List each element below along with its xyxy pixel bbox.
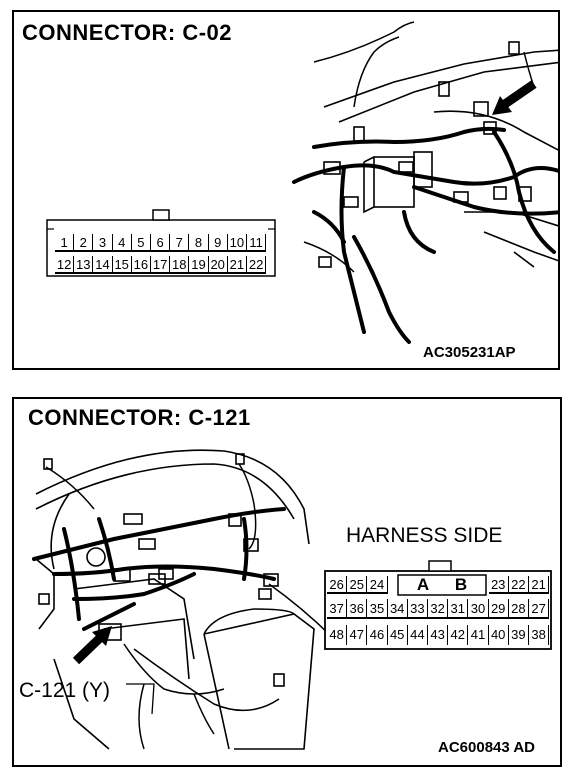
pin-number: 44 xyxy=(408,625,428,645)
pin-number: 36 xyxy=(347,599,368,619)
pin-number: 18 xyxy=(170,256,190,274)
harness-side-label: HARNESS SIDE xyxy=(346,524,503,547)
pin-number: 40 xyxy=(489,625,509,645)
connector-c02-panel: CONNECTOR: C-02 xyxy=(12,10,560,370)
pin-number: 5 xyxy=(131,234,151,252)
pin-number: 30 xyxy=(468,599,489,619)
pin-number: 33 xyxy=(407,599,428,619)
pin-number: 47 xyxy=(347,625,368,645)
pin-number: 1 xyxy=(55,234,75,252)
pin-number: 35 xyxy=(367,599,388,619)
pin-number: 8 xyxy=(189,234,209,252)
pin-number: 46 xyxy=(367,625,388,645)
connector-c121-panel: CONNECTOR: C-121 xyxy=(12,397,562,767)
pin-number: 28 xyxy=(508,599,529,619)
pin-number: 29 xyxy=(488,599,509,619)
pin-number: 32 xyxy=(428,599,449,619)
pin-number: 17 xyxy=(151,256,171,274)
pin-number: 4 xyxy=(112,234,132,252)
pin-number: 41 xyxy=(468,625,489,645)
pin-number: 38 xyxy=(529,625,550,645)
connector-callout: C-121 (Y) xyxy=(19,679,111,702)
connector-face xyxy=(324,560,552,650)
pin-number: 48 xyxy=(327,625,348,645)
pin-group-label: B xyxy=(454,575,468,594)
pin-number: 12 xyxy=(55,256,75,274)
figure-id: AC600843 AD xyxy=(438,739,535,756)
pin-number: 20 xyxy=(208,256,228,274)
pin-number: 34 xyxy=(387,599,408,619)
pin-number: 25 xyxy=(347,576,368,594)
pin-number: 37 xyxy=(327,599,348,619)
wiring-harness-illustration xyxy=(32,449,552,750)
pin-number: 39 xyxy=(509,625,529,645)
pin-number: 26 xyxy=(327,576,348,594)
pin-number: 22 xyxy=(247,256,267,274)
pin-number: 19 xyxy=(189,256,209,274)
pin-number: 24 xyxy=(367,576,388,594)
pin-group-label: A xyxy=(416,575,430,594)
pin-number: 22 xyxy=(508,576,529,594)
pin-number: 21 xyxy=(529,576,550,594)
connector-face xyxy=(46,209,276,277)
pin-number: 14 xyxy=(93,256,113,274)
pin-number: 11 xyxy=(247,234,267,252)
pin-number: 9 xyxy=(208,234,228,252)
pin-number: 31 xyxy=(448,599,469,619)
panel-title: CONNECTOR: C-121 xyxy=(28,405,251,430)
pin-number: 3 xyxy=(93,234,113,252)
wiring-harness-illustration xyxy=(46,21,558,344)
pin-number: 43 xyxy=(428,625,449,645)
pin-number: 16 xyxy=(131,256,151,274)
pin-number: 7 xyxy=(170,234,190,252)
figure-id: AC305231AP xyxy=(423,344,516,361)
pin-number: 23 xyxy=(488,576,509,594)
pin-number: 27 xyxy=(529,599,550,619)
pin-number: 21 xyxy=(227,256,247,274)
pin-number: 15 xyxy=(112,256,132,274)
pin-number: 2 xyxy=(74,234,94,252)
pin-number: 10 xyxy=(227,234,247,252)
pin-number: 42 xyxy=(448,625,469,645)
pin-number: 6 xyxy=(151,234,171,252)
pin-number: 13 xyxy=(74,256,94,274)
pin-number: 45 xyxy=(388,625,408,645)
panel-title: CONNECTOR: C-02 xyxy=(22,20,233,45)
